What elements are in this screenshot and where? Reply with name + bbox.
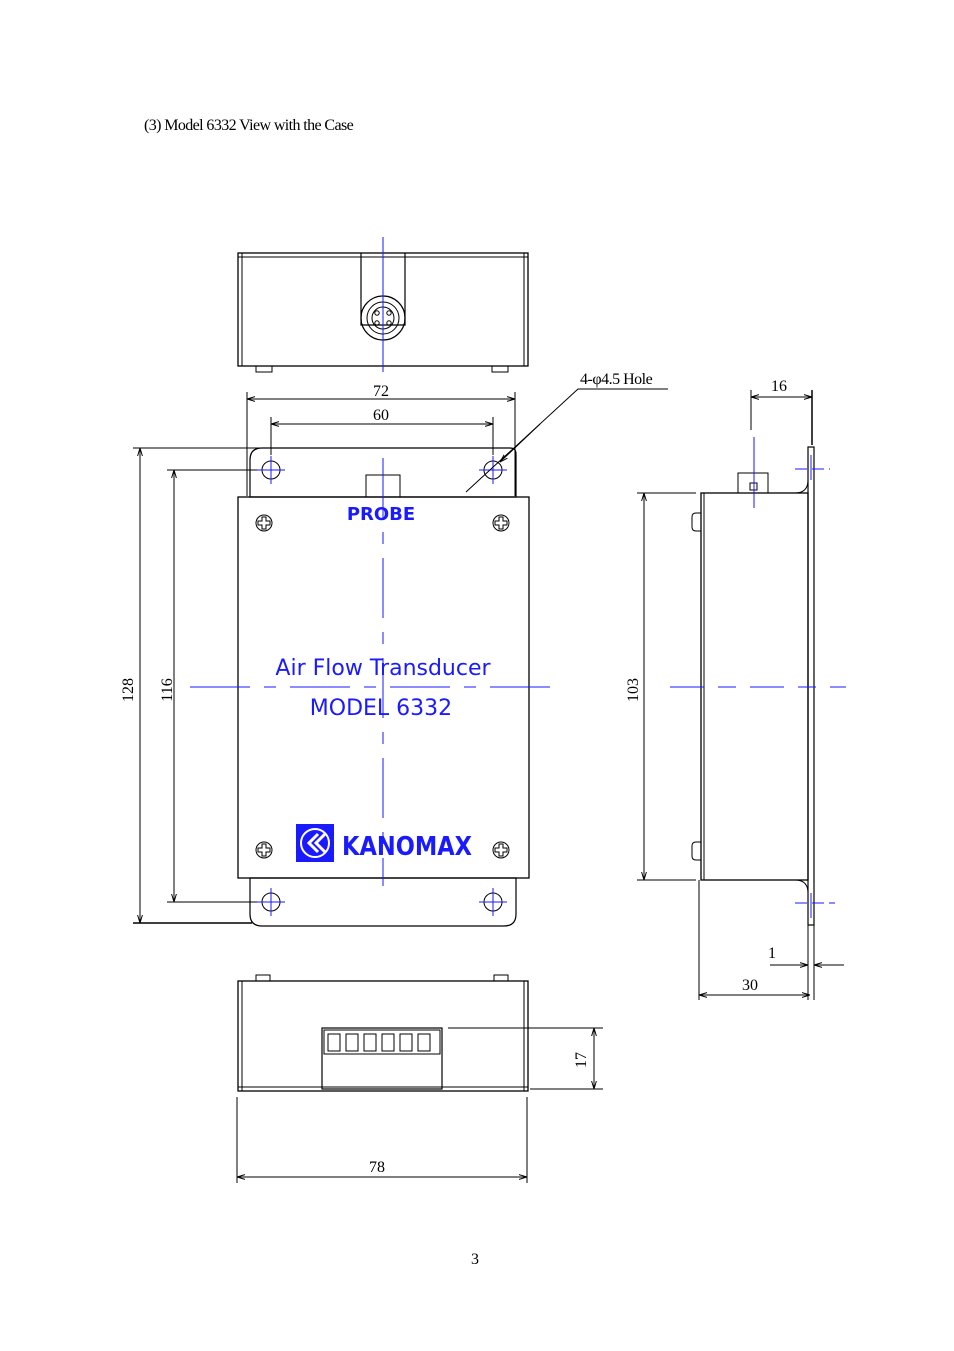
top-view xyxy=(237,237,529,373)
dim-flange-offset: 16 xyxy=(771,378,787,395)
dim-hole-pitch-x: 60 xyxy=(373,407,389,424)
dim-bottom-width: 78 xyxy=(369,1159,385,1176)
dim-width-overall: 72 xyxy=(373,383,389,400)
page-title: (3) Model 6332 View with the Case xyxy=(144,117,354,134)
dim-height-overall: 128 xyxy=(120,678,137,702)
dimension-lines xyxy=(133,388,844,1183)
brand-logo-text: KANOMAX xyxy=(342,832,472,862)
front-view xyxy=(190,447,558,927)
dim-hole-pitch-y: 116 xyxy=(159,678,176,701)
product-name-line2: MODEL 6332 xyxy=(310,696,452,721)
dim-terminal-height: 17 xyxy=(573,1052,590,1068)
hole-callout: 4-φ4.5 Hole xyxy=(580,371,653,388)
product-name-line1: Air Flow Transducer xyxy=(275,656,491,681)
dim-side-height: 103 xyxy=(625,678,642,702)
dim-depth: 30 xyxy=(742,977,758,994)
page-number: 3 xyxy=(471,1251,479,1268)
bottom-view xyxy=(237,974,529,1092)
probe-label: PROBE xyxy=(347,504,415,525)
dim-plate-thickness: 1 xyxy=(768,945,776,962)
side-view xyxy=(670,437,846,926)
